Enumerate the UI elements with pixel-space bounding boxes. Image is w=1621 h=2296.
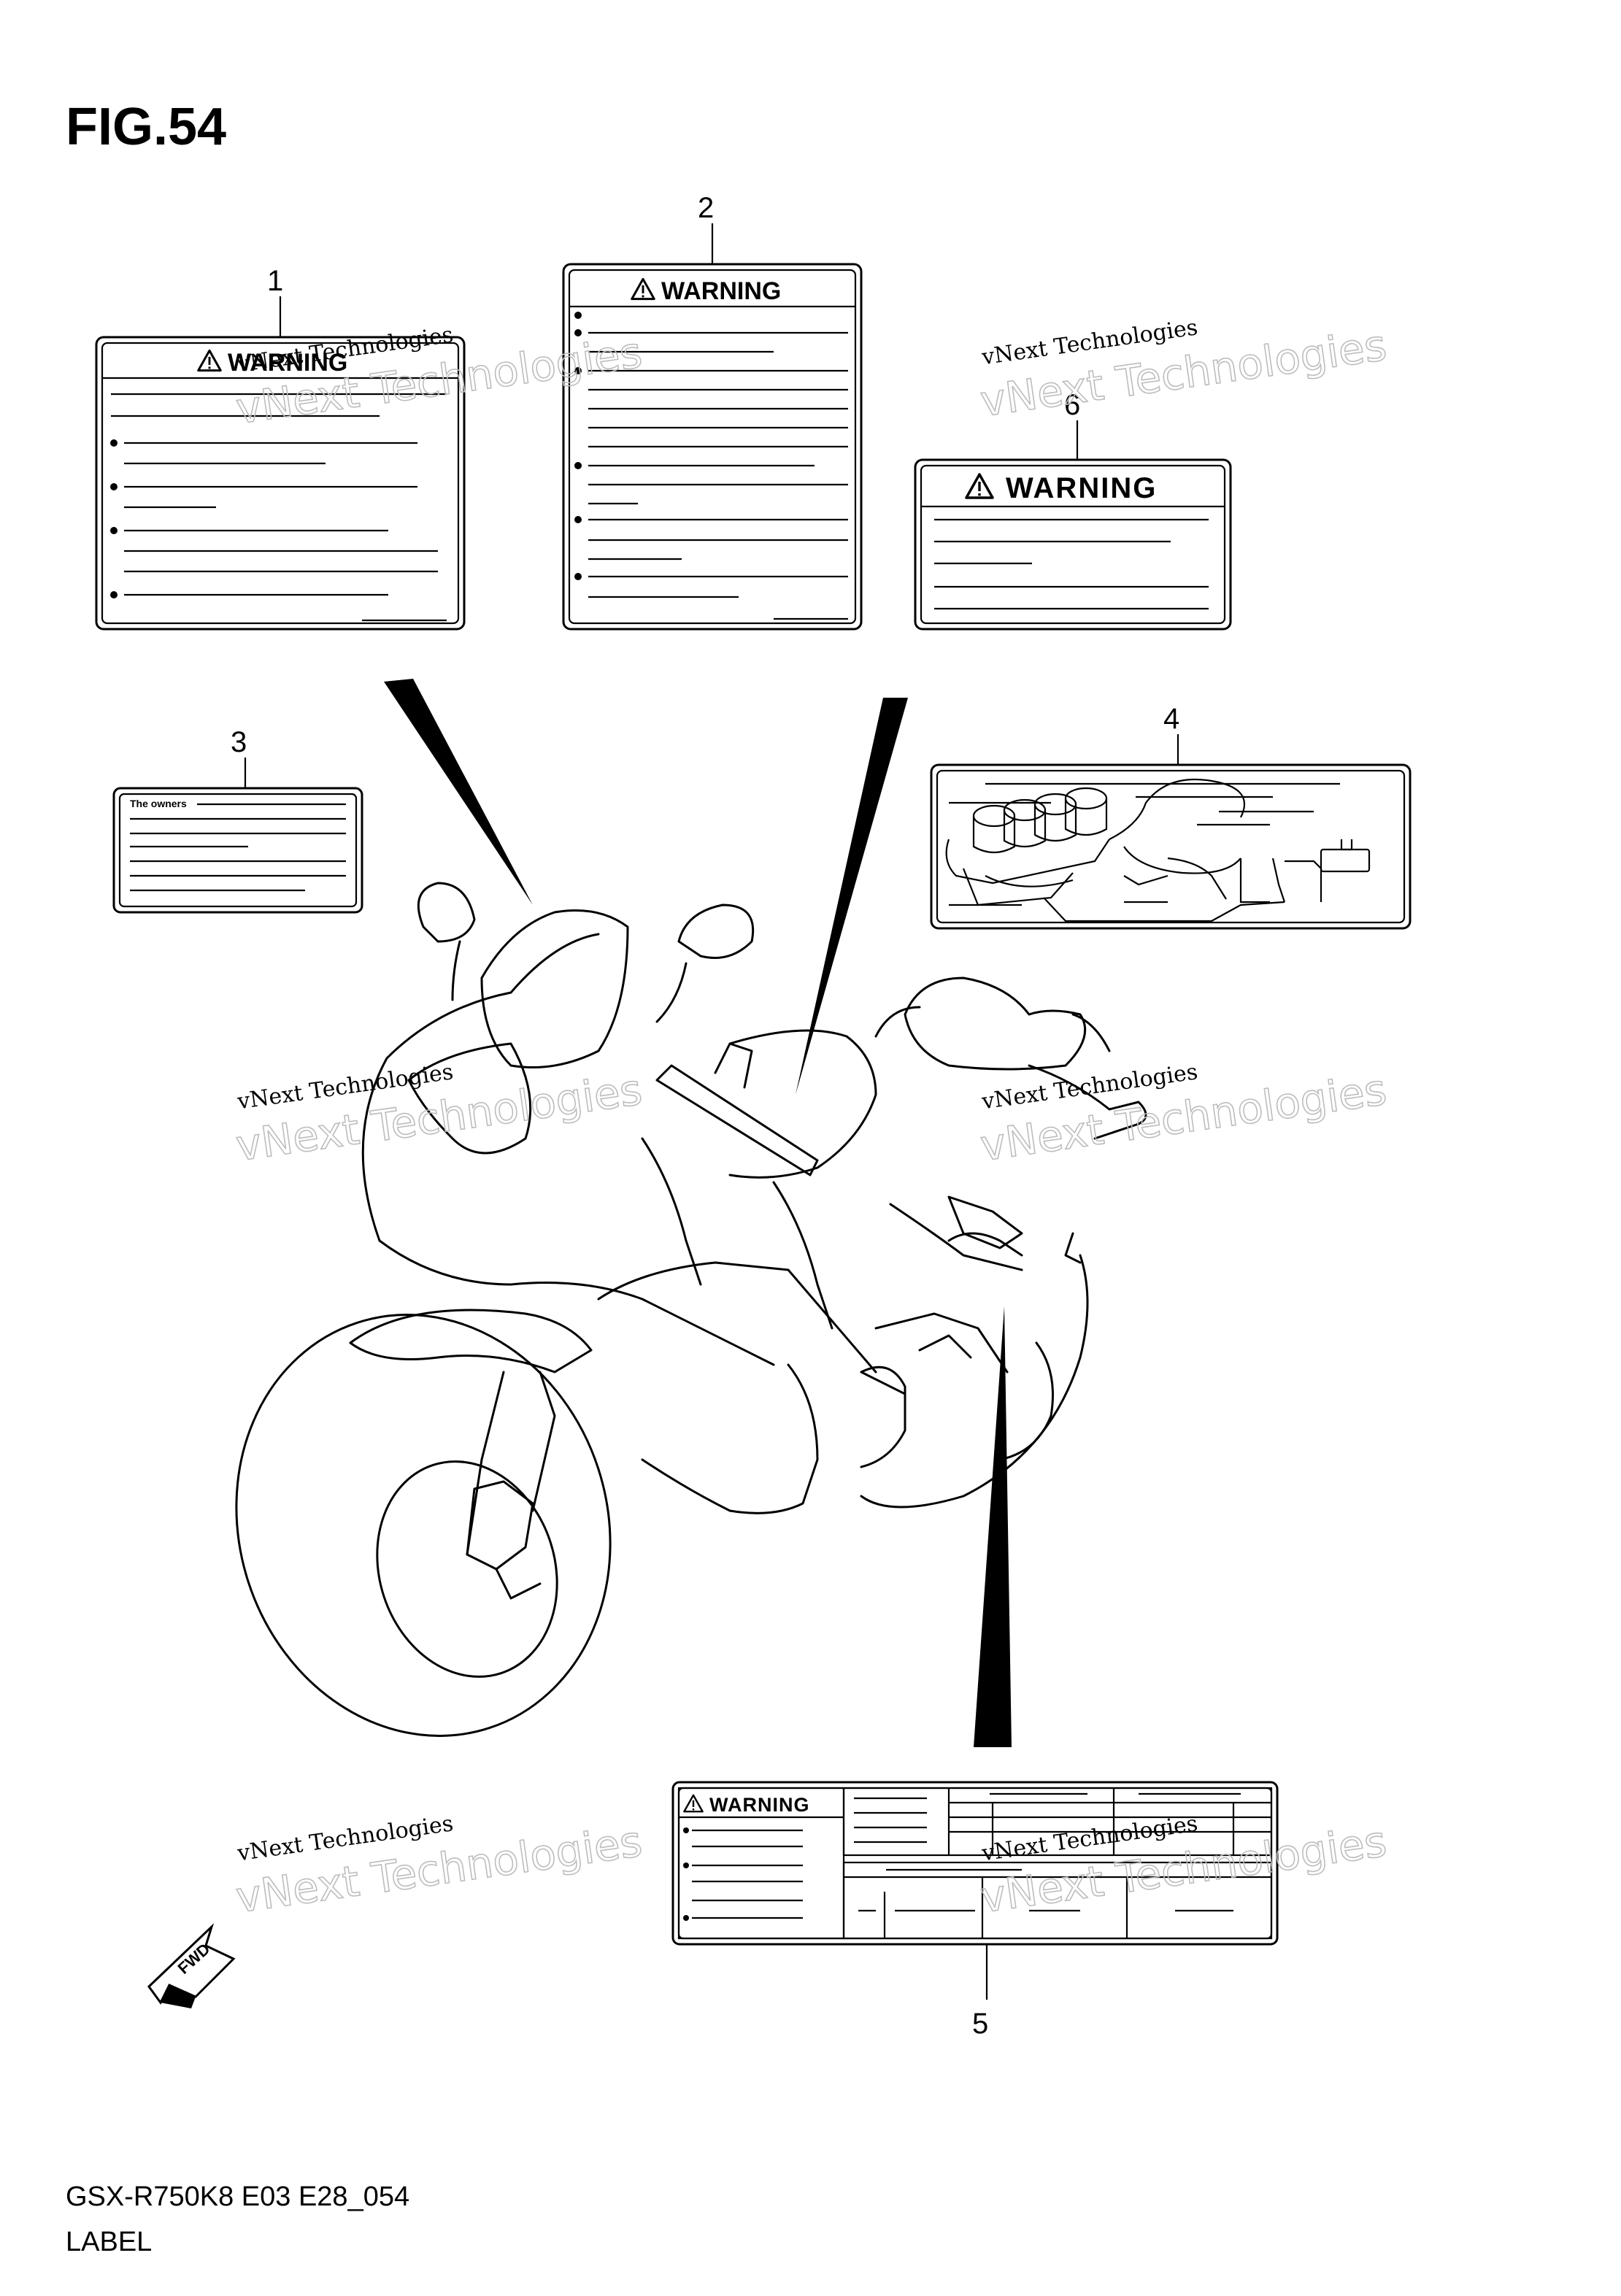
warning-triangle-icon: [631, 277, 655, 301]
label-1-warning-text: WARNING: [228, 349, 347, 377]
label-6: WARNING: [914, 458, 1232, 631]
diagram-caption: LABEL: [66, 2227, 152, 2257]
pointer-wedge-label-2: [796, 698, 908, 1095]
callout-2: 2: [698, 192, 714, 224]
warning-triangle-icon: [197, 349, 222, 372]
label-5-warning-text: WARNING: [709, 1794, 810, 1816]
label-2-warning-text: WARNING: [661, 277, 781, 305]
callout-6: 6: [1064, 389, 1080, 421]
label-1: WARNING: [95, 336, 466, 631]
pointer-wedge-label-1: [384, 679, 533, 905]
pointer-wedges: [384, 679, 1012, 1747]
label-5: WARNING: [671, 1781, 1279, 1946]
watermarks: vNext Technologies vNext Technologies vN…: [232, 315, 1390, 1923]
fwd-arrow-icon: FWD: [147, 1922, 236, 2008]
motorcycle-outline: [235, 882, 1147, 1737]
label-2: WARNING: [562, 263, 863, 631]
label-3: The owners: [112, 787, 363, 914]
warning-triangle-icon: [683, 1794, 704, 1813]
callout-1: 1: [267, 265, 283, 297]
callout-4: 4: [1163, 703, 1179, 735]
pointer-wedge-label-5: [974, 1306, 1012, 1747]
diagram-code: GSX-R750K8 E03 E28_054: [66, 2181, 409, 2212]
label-4: [930, 763, 1412, 930]
callout-3: 3: [231, 726, 247, 758]
label-6-warning-text: WARNING: [1006, 472, 1157, 504]
label-3-heading: The owners: [130, 798, 187, 809]
callout-5: 5: [972, 2008, 988, 2040]
callouts: 1 2 3 4 5 6: [231, 192, 1179, 2040]
warning-triangle-icon: [965, 473, 994, 499]
figure-title: FIG.54: [66, 98, 226, 156]
